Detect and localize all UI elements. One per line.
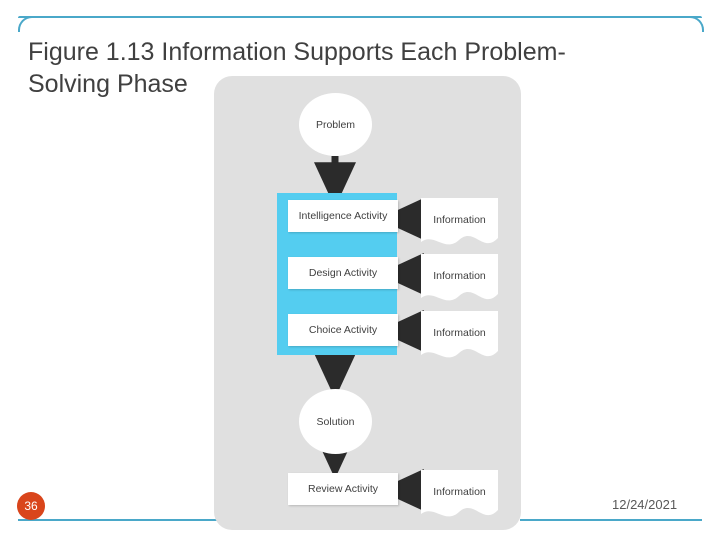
node-solution[interactable]: Solution xyxy=(299,389,372,454)
node-problem[interactable]: Problem xyxy=(299,93,372,156)
node-review-activity[interactable]: Review Activity xyxy=(288,473,398,505)
node-intelligence-activity-label: Intelligence Activity xyxy=(298,210,388,222)
node-information-2[interactable]: Information xyxy=(421,254,498,306)
node-design-activity[interactable]: Design Activity xyxy=(288,257,398,289)
node-information-4[interactable]: Information xyxy=(421,470,498,522)
bottom-divider-right xyxy=(520,519,702,521)
document-icon xyxy=(421,254,498,301)
node-information-4-label: Information xyxy=(433,486,486,498)
node-choice-activity-label: Choice Activity xyxy=(308,324,378,336)
document-icon xyxy=(421,470,498,517)
node-design-activity-label: Design Activity xyxy=(308,267,378,279)
node-solution-label: Solution xyxy=(316,415,355,428)
top-divider-left-corner xyxy=(18,16,34,32)
node-information-3[interactable]: Information xyxy=(421,311,498,363)
node-review-activity-label: Review Activity xyxy=(307,483,379,495)
top-divider xyxy=(18,16,702,18)
node-information-1-label: Information xyxy=(433,214,486,226)
slide-number-badge: 36 xyxy=(17,492,45,520)
bottom-divider-left xyxy=(18,519,224,521)
slide-date: 12/24/2021 xyxy=(612,497,678,512)
page-title: Figure 1.13 Information Supports Each Pr… xyxy=(28,38,566,98)
document-icon xyxy=(421,311,498,358)
node-information-2-label: Information xyxy=(433,270,486,282)
document-icon xyxy=(421,198,498,245)
top-divider-right-corner xyxy=(688,16,704,32)
node-information-3-label: Information xyxy=(433,327,486,339)
node-information-1[interactable]: Information xyxy=(421,198,498,250)
node-problem-label: Problem xyxy=(315,118,356,131)
node-intelligence-activity[interactable]: Intelligence Activity xyxy=(288,200,398,232)
diagram-canvas: Problem Intelligence Activity Design Act… xyxy=(214,76,521,530)
node-choice-activity[interactable]: Choice Activity xyxy=(288,314,398,346)
